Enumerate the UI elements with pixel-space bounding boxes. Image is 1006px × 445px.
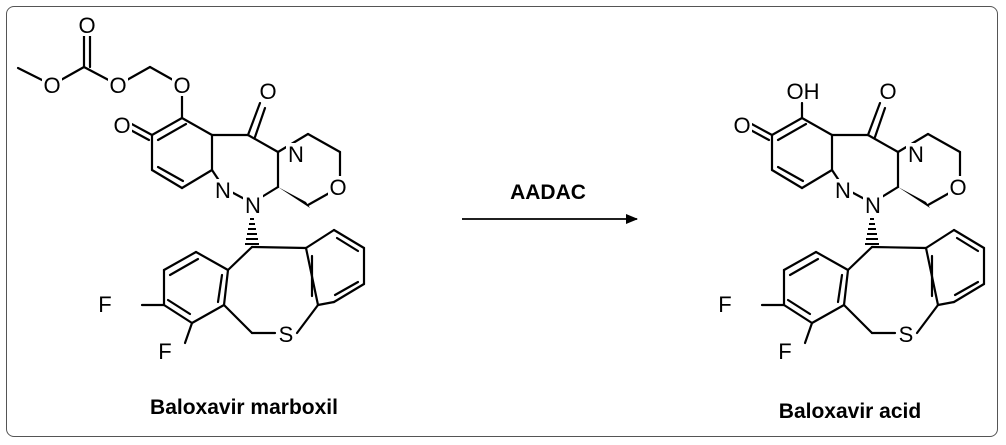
atom-oxygen: O [43, 73, 60, 98]
atom-hydroxyl: OH [787, 79, 820, 104]
atom-sulfur: S [899, 322, 914, 347]
atom-oxygen: O [109, 73, 126, 98]
atom-oxygen: O [949, 175, 966, 200]
figure-frame [6, 6, 998, 437]
atom-nitrogen: N [835, 178, 851, 203]
atom-oxygen: O [879, 79, 896, 104]
atom-oxygen: O [329, 175, 346, 200]
reactant-name: Baloxavir marboxil [150, 396, 338, 419]
atom-nitrogen: N [865, 193, 881, 218]
atom-oxygen: O [78, 13, 95, 38]
atom-nitrogen: N [288, 142, 304, 167]
atom-fluorine: F [158, 339, 171, 364]
product-structure: OH O O N N N O F F S [716, 79, 986, 364]
product-name: Baloxavir acid [779, 400, 921, 423]
atom-nitrogen: N [215, 178, 231, 203]
enzyme-label: AADAC [510, 181, 586, 204]
atom-oxygen: O [733, 113, 750, 138]
atom-sulfur: S [279, 322, 294, 347]
reactant-structure: O O O O O O N N N O F F S [16, 13, 366, 364]
atom-oxygen: O [113, 113, 130, 138]
atom-oxygen: O [173, 73, 190, 98]
atom-fluorine: F [718, 292, 731, 317]
atom-nitrogen: N [908, 142, 924, 167]
atom-fluorine: F [778, 339, 791, 364]
atom-fluorine: F [98, 292, 111, 317]
atom-oxygen: O [259, 79, 276, 104]
atom-nitrogen: N [245, 193, 261, 218]
